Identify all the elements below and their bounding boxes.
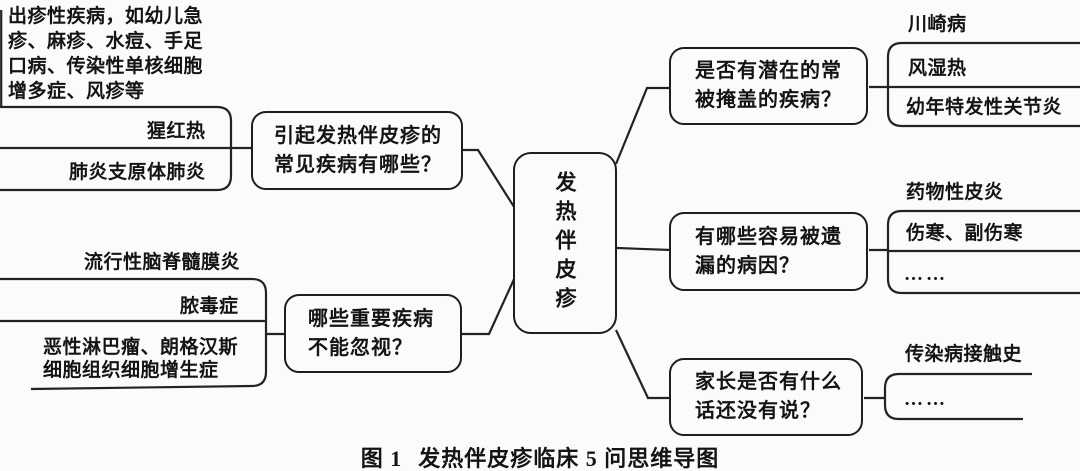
question-line: 哪些重要疾病 — [308, 307, 434, 330]
leaf-line: 增多症、风疹等 — [8, 81, 145, 102]
bracket-left-bottom — [0, 277, 268, 391]
leaf-line: 出疹性疾病，如幼儿急 — [8, 6, 204, 27]
leaf-rheumatic-fever: 风湿热 — [908, 58, 967, 79]
leaf-meningitis: 流行性脑脊髓膜炎 — [84, 252, 241, 273]
bracket-right-top — [886, 41, 1080, 128]
question-line: 引起发热伴皮疹的 — [274, 124, 442, 147]
leaf-lymphoma-lch: 恶性淋巴瘤、朗格汉斯 细胞组织细胞增生症 — [43, 336, 253, 382]
leaf-line: 恶性淋巴瘤、朗格汉斯 — [43, 337, 239, 358]
question-line: 被掩盖的疾病？ — [695, 89, 842, 111]
figure-caption-label: 图 1 — [360, 446, 403, 471]
leaf-scarlet-fever: 猩红热 — [147, 121, 206, 142]
question-node-important-diseases: 哪些重要疾病 不能忽视？ — [284, 294, 462, 373]
central-topic-node: 发热伴皮疹 — [513, 152, 617, 334]
question-node-hidden-diseases: 是否有潜在的常 被掩盖的疾病？ — [669, 47, 868, 125]
connector-center-q3 — [614, 86, 671, 165]
figure-caption-text: 发热伴皮疹临床 5 问思维导图 — [418, 446, 720, 471]
question-node-parents-unsaid: 家长是否有什么 话还没有说？ — [669, 358, 863, 436]
question-line: 漏的病因？ — [695, 254, 800, 277]
leaf-typhoid: 伤寒、副伤寒 — [906, 223, 1024, 244]
question-node-common-diseases: 引起发热伴皮疹的 常见疾病有哪些？ — [251, 111, 463, 190]
question-line: 是否有潜在的常 — [695, 60, 842, 82]
leaf-ellipsis-causes: …… — [904, 264, 948, 285]
question-node-missed-causes: 有哪些容易被遗 漏的病因？ — [669, 212, 868, 291]
leaf-mycoplasma-pneumonia: 肺炎支原体肺炎 — [69, 162, 206, 183]
connector-q1-center — [463, 148, 517, 211]
bracket-right-bottom — [883, 372, 1032, 421]
leaf-line: 细胞组织细胞增生症 — [43, 360, 219, 381]
leaf-sepsis: 脓毒症 — [180, 296, 239, 317]
question-line: 家长是否有什么 — [695, 371, 842, 393]
question-line: 有哪些容易被遗 — [695, 225, 842, 248]
question-line: 不能忽视？ — [308, 336, 413, 359]
question-line: 话还没有说？ — [695, 400, 821, 422]
figure-caption: 图 1 发热伴皮疹临床 5 问思维导图 — [0, 441, 1080, 471]
connector-q2-center — [462, 276, 517, 336]
leaf-drug-dermatitis: 药物性皮炎 — [906, 182, 1004, 203]
leaf-ellipsis-unsaid: …… — [904, 389, 948, 410]
leaf-line: 口病、传染性单核细胞 — [8, 56, 204, 77]
question-line: 常见疾病有哪些？ — [274, 153, 442, 176]
leaf-infectious-contact-history: 传染病接触史 — [905, 344, 1023, 365]
connector-center-q4 — [616, 246, 672, 252]
leaf-kawasaki-disease: 川崎病 — [908, 14, 967, 35]
connector-center-q5 — [615, 329, 671, 400]
leaf-eruptive-diseases: 出疹性疾病，如幼儿急 疹、麻疹、水痘、手足 口病、传染性单核细胞 增多症、风疹等 — [8, 4, 220, 104]
leaf-line: 疹、麻疹、水痘、手足 — [8, 31, 204, 52]
leaf-juvenile-arthritis: 幼年特发性关节炎 — [906, 97, 1063, 118]
central-topic-label: 发热伴皮疹 — [553, 170, 577, 316]
